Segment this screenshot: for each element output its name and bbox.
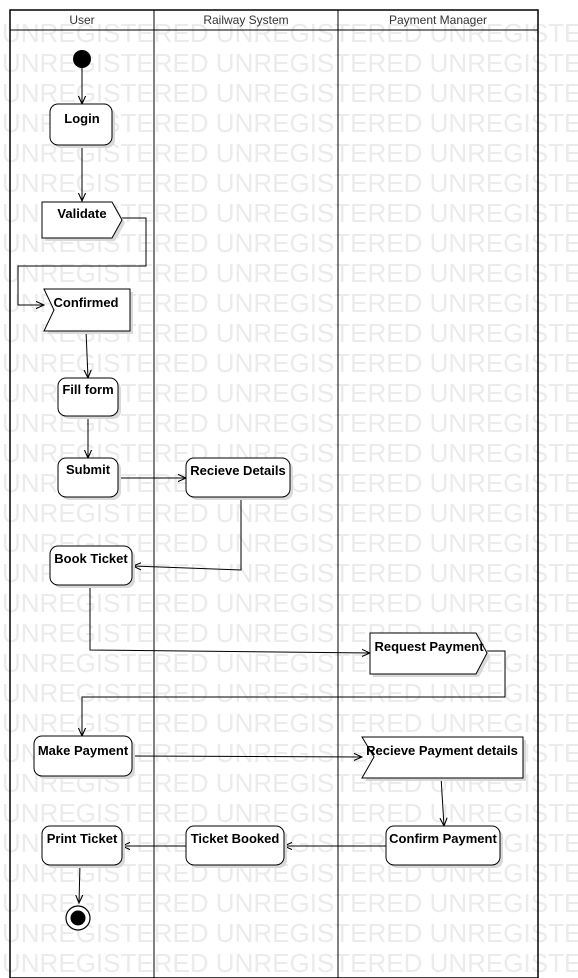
node-book-ticket-label: Book Ticket bbox=[54, 551, 128, 566]
watermark-text: UNREGISTERED UNREGISTERED UNREGISTERED bbox=[2, 798, 578, 828]
node-fill-form[interactable]: Fill form bbox=[57, 377, 121, 419]
watermark-text: UNREGISTERED UNREGISTERED UNREGISTERED bbox=[2, 498, 578, 528]
watermark-text: UNREGISTERED UNREGISTERED UNREGISTERED bbox=[2, 168, 578, 198]
flow-make-payment-recieve-payment-details[interactable] bbox=[131, 756, 362, 757]
node-confirm-payment[interactable]: Confirm Payment bbox=[385, 825, 503, 868]
node-request-payment[interactable]: Request Payment bbox=[369, 632, 490, 677]
flow-recieve-details-book-ticket[interactable] bbox=[133, 498, 242, 571]
final-node-icon[interactable] bbox=[65, 905, 91, 931]
node-recieve-payment-details[interactable]: Recieve Payment details bbox=[361, 736, 526, 781]
node-fill-form-label: Fill form bbox=[62, 382, 113, 397]
flow-request-payment-make-payment[interactable] bbox=[82, 650, 506, 736]
watermark-text: UNREGISTERED UNREGISTERED UNREGISTERED bbox=[2, 618, 578, 648]
flow-print-ticket-end[interactable] bbox=[79, 863, 80, 903]
node-submit-label: Submit bbox=[66, 462, 111, 477]
control-flows bbox=[17, 68, 506, 903]
node-login[interactable]: Login bbox=[49, 103, 115, 148]
node-book-ticket[interactable]: Book Ticket bbox=[49, 545, 135, 588]
node-recieve-details-label: Recieve Details bbox=[190, 463, 285, 478]
node-validate[interactable]: Validate bbox=[41, 201, 125, 241]
node-make-payment-label: Make Payment bbox=[38, 743, 129, 758]
node-login-label: Login bbox=[64, 111, 99, 126]
flow-recieve-payment-details-confirm-payment[interactable] bbox=[441, 776, 444, 826]
watermark-text: UNREGISTERED UNREGISTERED UNREGISTERED bbox=[2, 708, 578, 738]
node-request-payment-label: Request Payment bbox=[374, 639, 484, 654]
node-confirmed-label: Confirmed bbox=[54, 295, 119, 310]
node-confirmed[interactable]: Confirmed bbox=[43, 288, 133, 334]
node-submit[interactable]: Submit bbox=[57, 457, 121, 500]
nodes: Login Validate Confirmed Fill form Submi… bbox=[33, 50, 526, 931]
watermark-text: UNREGISTERED UNREGISTERED UNREGISTERED bbox=[2, 78, 578, 108]
watermark-text: UNREGISTERED UNREGISTERED UNREGISTERED bbox=[2, 948, 578, 978]
flow-validate-confirmed[interactable] bbox=[17, 217, 147, 305]
flow-confirmed-fill-form[interactable] bbox=[86, 330, 88, 378]
watermark-text: UNREGISTERED UNREGISTERED UNREGISTERED bbox=[2, 258, 578, 288]
node-recieve-payment-details-label: Recieve Payment details bbox=[366, 743, 518, 758]
watermark-text: UNREGISTERED UNREGISTERED UNREGISTERED bbox=[2, 918, 578, 948]
node-validate-label: Validate bbox=[57, 206, 106, 221]
node-make-payment[interactable]: Make Payment bbox=[33, 735, 135, 779]
swimlane-frame bbox=[9, 9, 539, 978]
watermark-text: UNREGISTERED UNREGISTERED UNREGISTERED bbox=[2, 48, 578, 78]
watermark-text: UNREGISTERED UNREGISTERED UNREGISTERED bbox=[2, 588, 578, 618]
node-confirm-payment-label: Confirm Payment bbox=[389, 831, 497, 846]
node-recieve-details[interactable]: Recieve Details bbox=[185, 457, 293, 500]
swimlanes: User Railway System Payment Manager bbox=[9, 9, 539, 978]
lane-title-railway-system: Railway System bbox=[203, 13, 288, 27]
watermark-text: UNREGISTERED UNREGISTERED UNREGISTERED bbox=[2, 678, 578, 708]
node-print-ticket[interactable]: Print Ticket bbox=[41, 825, 125, 868]
flow-book-ticket-request-payment[interactable] bbox=[89, 586, 370, 653]
node-print-ticket-label: Print Ticket bbox=[47, 831, 118, 846]
watermark-text: UNREGISTERED UNREGISTERED UNREGISTERED bbox=[2, 888, 578, 918]
node-ticket-booked-label: Ticket Booked bbox=[191, 831, 280, 846]
lane-title-user: User bbox=[69, 13, 94, 27]
watermark-text: UNREGISTERED UNREGISTERED UNREGISTERED bbox=[2, 18, 578, 48]
lane-title-payment-manager: Payment Manager bbox=[389, 13, 487, 27]
watermark-text: UNREGISTERED UNREGISTERED UNREGISTERED bbox=[2, 348, 578, 378]
initial-node-icon[interactable] bbox=[73, 50, 91, 68]
node-ticket-booked[interactable]: Ticket Booked bbox=[185, 825, 287, 868]
